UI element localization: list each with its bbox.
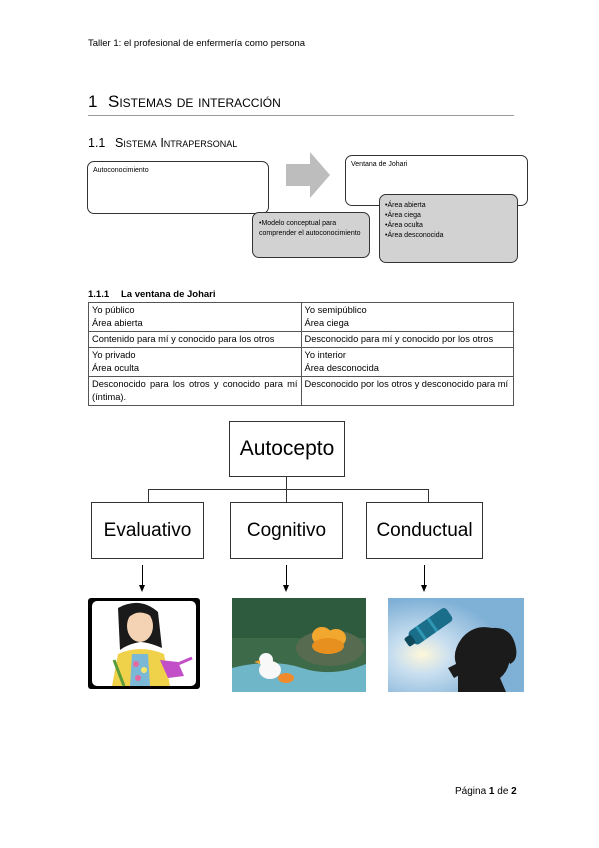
- table-cell: Yo privado Área oculta: [88, 347, 302, 377]
- total-pages: 2: [511, 786, 517, 797]
- table-cell: Yo semipúblico Área ciega: [300, 302, 514, 332]
- down-arrow-icon: [283, 585, 289, 592]
- right-arrow-icon: [286, 152, 330, 198]
- ventana-label: Ventana de Johari: [351, 161, 408, 168]
- autoconocimiento-label: Autoconocimiento: [93, 167, 149, 174]
- area-item: •Área abierta: [385, 202, 426, 209]
- modelo-box: •Modelo conceptual para comprender el au…: [252, 212, 370, 258]
- area-item: •Área ciega: [385, 212, 421, 219]
- section-heading-1: 1 Sistemas de interacción: [88, 92, 281, 112]
- current-page: 1: [488, 786, 495, 797]
- down-arrow-line: [424, 565, 425, 585]
- cell-text: Área abierta: [92, 318, 143, 328]
- down-arrow-line: [142, 565, 143, 585]
- orgchart-child-evaluativo: Evaluativo: [91, 502, 204, 559]
- connector-line: [148, 489, 428, 490]
- orgchart-child-label: Conductual: [376, 519, 473, 541]
- footer-label: Página: [455, 786, 487, 797]
- table-cell: Yo público Área abierta: [88, 302, 302, 332]
- cell-text: Yo interior: [304, 350, 347, 360]
- table-row: Yo privado Área oculta Yo interior Área …: [88, 347, 514, 377]
- autoconocimiento-box: Autoconocimiento: [87, 161, 269, 214]
- table-row: Desconocido para los otros y conocido pa…: [88, 376, 514, 406]
- cell-text: Yo semipúblico: [304, 305, 367, 315]
- orgchart-child-label: Cognitivo: [246, 519, 327, 541]
- table-cell: Desconocido para los otros y conocido pa…: [88, 376, 302, 406]
- table-cell: Yo interior Área desconocida: [300, 347, 514, 377]
- area-item: •Área oculta: [385, 222, 423, 229]
- table-cell: Desconocido por los otros y desconocido …: [300, 376, 514, 406]
- area-item: •Área desconocida: [385, 232, 444, 239]
- connector-line: [428, 489, 429, 502]
- heading-rule: [88, 115, 514, 116]
- cell-text: Yo privado: [92, 350, 136, 360]
- woman-watering-plant-image: [88, 598, 200, 689]
- modelo-label: •Modelo conceptual para comprender el au…: [259, 220, 361, 237]
- areas-list: •Área abierta •Área ciega •Área oculta •…: [380, 195, 517, 241]
- cell-text: Yo público: [92, 305, 135, 315]
- down-arrow-line: [286, 565, 287, 585]
- cell-text: Área oculta: [92, 363, 140, 373]
- table-cell: Desconocido para mí y conocido por los o…: [300, 331, 514, 348]
- areas-box: •Área abierta •Área ciega •Área oculta •…: [379, 194, 518, 263]
- person-drinking-water-image: [388, 598, 524, 692]
- section-title: Sistemas de interacción: [108, 92, 281, 111]
- section-number: 1: [88, 92, 98, 111]
- orgchart-child-label: Evaluativo: [103, 519, 192, 541]
- connector-line: [286, 477, 287, 489]
- section-number: 1.1: [88, 136, 106, 150]
- orgchart-child-cognitivo: Cognitivo: [230, 502, 343, 559]
- section-title: La ventana de Johari: [121, 289, 216, 300]
- section-heading-1-1: 1.1 Sistema Intrapersonal: [88, 136, 237, 150]
- down-arrow-icon: [139, 585, 145, 592]
- cell-text: Área ciega: [304, 318, 349, 328]
- orgchart-root-box: Autocepto: [229, 421, 345, 477]
- section-heading-1-1-1: 1.1.1 La ventana de Johari: [88, 289, 216, 300]
- down-arrow-icon: [421, 585, 427, 592]
- section-title: Sistema Intrapersonal: [115, 136, 238, 150]
- table-cell: Contenido para mí y conocido para los ot…: [88, 331, 302, 348]
- orgchart-child-conductual: Conductual: [366, 502, 483, 559]
- cartoon-ducklings-image: [232, 598, 366, 692]
- footer-of: de: [497, 786, 509, 797]
- johari-table: Yo público Área abierta Yo semipúblico Á…: [88, 302, 514, 406]
- table-row: Contenido para mí y conocido para los ot…: [88, 331, 514, 348]
- cell-text: Área desconocida: [304, 363, 379, 373]
- section-number: 1.1.1: [88, 289, 110, 300]
- connector-line: [148, 489, 149, 502]
- page-header: Taller 1: el profesional de enfermería c…: [88, 38, 306, 49]
- table-row: Yo público Área abierta Yo semipúblico Á…: [88, 302, 514, 332]
- connector-line: [286, 489, 287, 502]
- orgchart-root-label: Autocepto: [239, 437, 335, 460]
- page-footer: Página 1 de 2: [455, 786, 517, 797]
